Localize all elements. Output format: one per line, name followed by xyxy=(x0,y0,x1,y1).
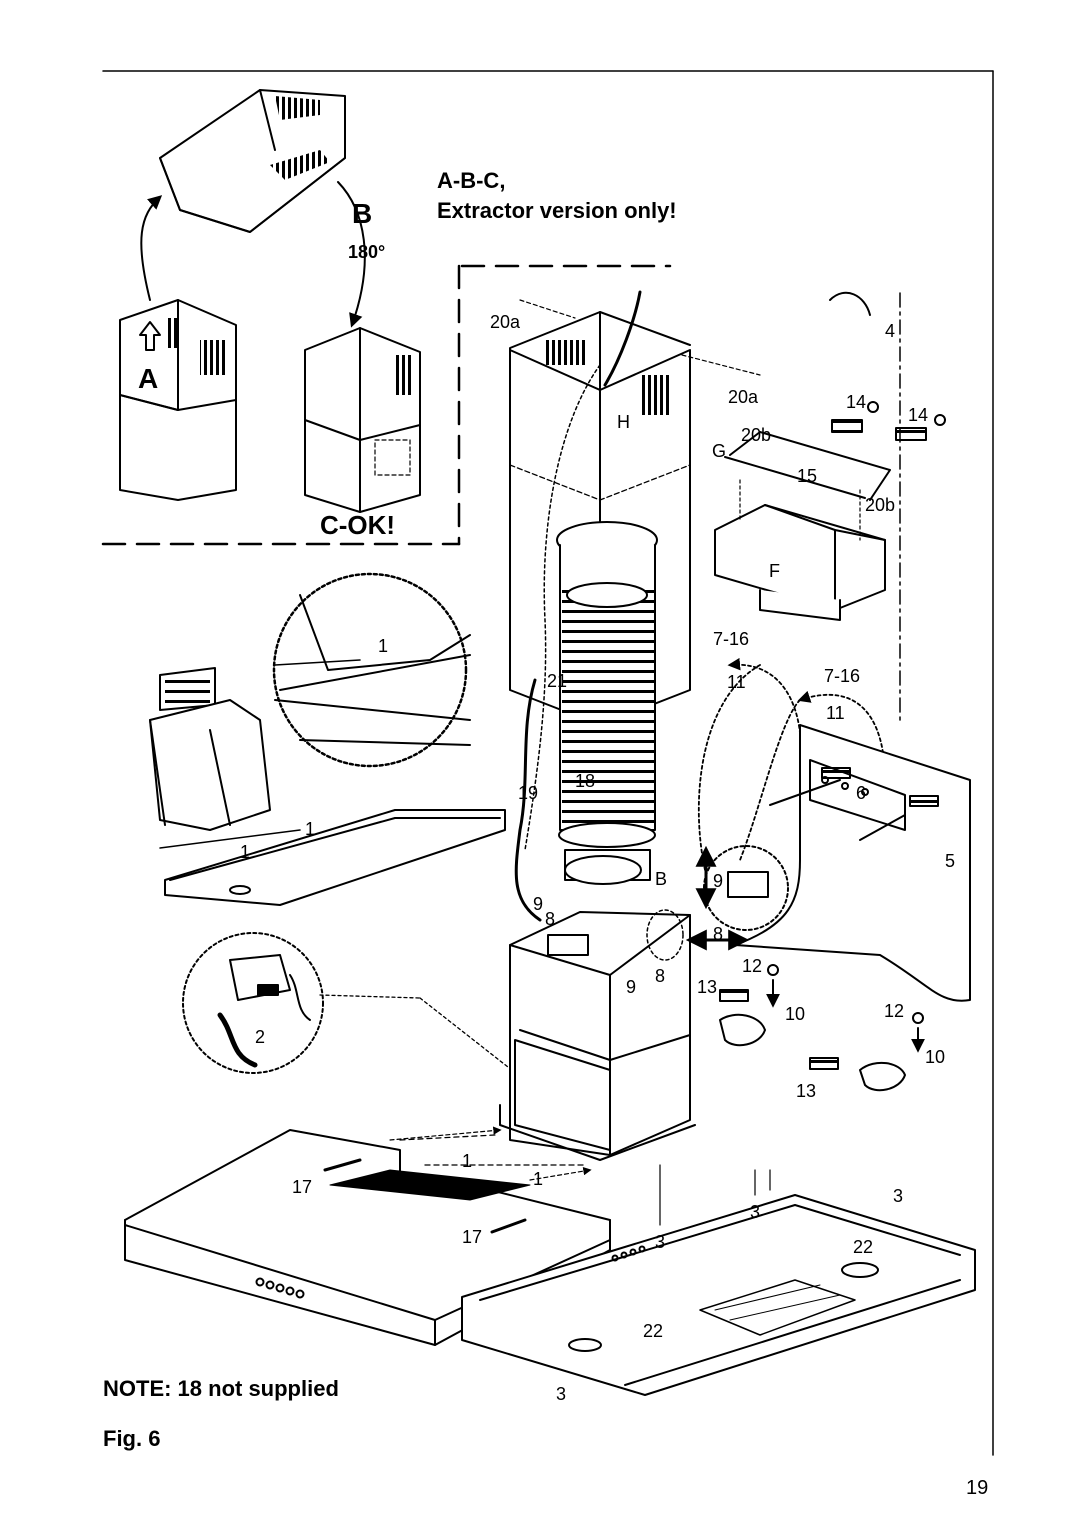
label-9c: 9 xyxy=(626,977,637,997)
label-8b: 8 xyxy=(713,924,724,944)
shroud-a-icon xyxy=(119,299,237,501)
note-text: NOTE: 18 not supplied xyxy=(103,1376,339,1401)
label-7-16a: 7-16 xyxy=(713,629,750,649)
label-2: 2 xyxy=(255,1027,266,1047)
shroud-b-icon xyxy=(304,327,421,513)
label-20b-right: 20b xyxy=(865,495,896,515)
heading-abc: A-B-C, xyxy=(437,168,506,193)
label-3d: 3 xyxy=(556,1384,567,1404)
flexible-duct xyxy=(556,521,658,885)
label-1-hood-a: 1 xyxy=(462,1151,473,1171)
label-20a-mid: 20a xyxy=(728,387,759,407)
page-number: 19 xyxy=(966,1477,989,1499)
page-frame xyxy=(102,70,994,1456)
label-6: 6 xyxy=(856,783,867,803)
label-22b: 22 xyxy=(643,1321,664,1341)
label-b: B xyxy=(655,869,668,889)
label-17b: 17 xyxy=(462,1227,483,1247)
label-1-hood-b: 1 xyxy=(533,1169,544,1189)
inset-result: C-OK! xyxy=(320,510,396,540)
inset-step-b: B xyxy=(352,198,373,229)
label-5: 5 xyxy=(945,851,956,871)
label-12b: 12 xyxy=(884,1001,905,1021)
hood-underside xyxy=(461,1164,976,1396)
label-1-left-b: 1 xyxy=(240,842,251,862)
label-18: 18 xyxy=(575,771,596,791)
cable xyxy=(514,678,542,922)
charcoal-filter-box xyxy=(714,431,891,621)
label-g: G xyxy=(712,441,727,461)
label-13b: 13 xyxy=(796,1081,817,1101)
shroud-flipped-icon xyxy=(159,89,346,233)
figure-caption: Fig. 6 xyxy=(103,1426,161,1451)
label-10a: 10 xyxy=(785,1004,806,1024)
label-14b: 14 xyxy=(908,405,929,425)
label-21: 21 xyxy=(547,671,568,691)
label-12a: 12 xyxy=(742,956,763,976)
zoom-circle-bracket xyxy=(272,572,471,768)
label-1-left-a: 1 xyxy=(305,819,316,839)
label-3b: 3 xyxy=(750,1202,761,1222)
label-11b: 11 xyxy=(826,703,845,723)
inset-step-a: A xyxy=(138,363,159,394)
label-3a: 3 xyxy=(893,1186,904,1206)
wall-bracket-plate xyxy=(734,724,971,1002)
heading-extractor: Extractor version only! xyxy=(437,198,677,223)
label-10b: 10 xyxy=(925,1047,946,1067)
label-9a: 9 xyxy=(713,871,724,891)
label-4: 4 xyxy=(885,321,896,341)
label-20b-top: 20b xyxy=(741,425,772,445)
motor-box xyxy=(499,909,696,1161)
screws-and-plugs-bottom xyxy=(719,964,925,1092)
zoom-circle-connector xyxy=(182,932,551,1101)
label-8c: 8 xyxy=(655,966,666,986)
label-7-16b: 7-16 xyxy=(824,666,861,686)
label-h: H xyxy=(617,412,630,432)
motor-housing-left xyxy=(149,667,271,831)
label-11a: 11 xyxy=(727,672,746,692)
label-17a: 17 xyxy=(292,1177,313,1197)
label-14a: 14 xyxy=(846,392,867,412)
label-1-zoom: 1 xyxy=(378,636,389,656)
label-20a-top: 20a xyxy=(490,312,521,332)
label-f: F xyxy=(769,561,780,581)
zoom-circle-clip xyxy=(685,845,789,951)
screws-and-plugs-top xyxy=(519,291,946,441)
label-15: 15 xyxy=(797,466,818,486)
label-13a: 13 xyxy=(697,977,718,997)
hood-canopy-main xyxy=(124,1126,611,1346)
rotate-arrows xyxy=(140,181,366,328)
hood-canopy-left xyxy=(159,809,506,906)
inset-dashed-box xyxy=(101,264,672,546)
label-22a: 22 xyxy=(853,1237,874,1257)
label-9b: 9 xyxy=(533,894,544,914)
label-8a: 8 xyxy=(545,909,556,929)
label-19: 19 xyxy=(518,783,539,803)
inset-angle: 180° xyxy=(348,242,386,262)
label-3c: 3 xyxy=(655,1232,666,1252)
